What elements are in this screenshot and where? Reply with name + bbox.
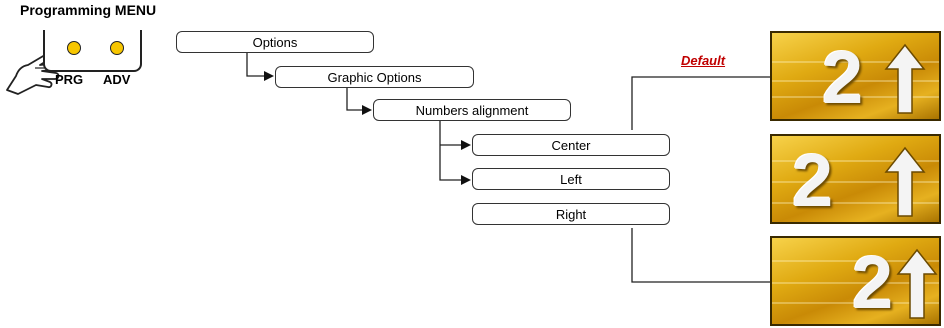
menu-option-center[interactable]: Center	[472, 134, 670, 156]
default-label: Default	[681, 53, 726, 68]
display-left: 2	[770, 134, 941, 224]
prg-label: PRG	[55, 72, 84, 87]
menu-option-right[interactable]: Right	[472, 203, 670, 225]
adv-led-button[interactable]	[110, 41, 124, 55]
up-arrow-icon	[884, 43, 926, 114]
arrow-to-center	[461, 140, 471, 150]
menu-option-left[interactable]: Left	[472, 168, 670, 190]
menu-node-graphic-options[interactable]: Graphic Options	[275, 66, 474, 88]
control-panel	[43, 30, 142, 72]
up-arrow-icon	[884, 146, 926, 217]
display-number: 2	[852, 241, 894, 324]
display-right: 2	[770, 236, 941, 326]
menu-node-numbers-alignment[interactable]: Numbers alignment	[373, 99, 571, 121]
display-number: 2	[792, 139, 834, 222]
display-number: 2	[822, 36, 864, 119]
prg-led-button[interactable]	[67, 41, 81, 55]
arrow-to-numbers-alignment	[362, 105, 372, 115]
arrow-to-graphic-options	[264, 71, 274, 81]
menu-title: Programming MENU	[20, 2, 157, 18]
display-center: 2	[770, 31, 941, 121]
adv-label: ADV	[103, 72, 131, 87]
up-arrow-icon	[896, 248, 938, 319]
menu-node-options[interactable]: Options	[176, 31, 374, 53]
arrow-to-left	[461, 175, 471, 185]
